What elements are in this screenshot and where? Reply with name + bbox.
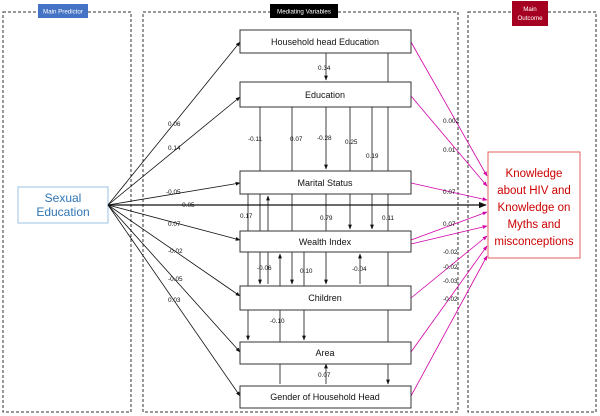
coef-pred-outcome: -0.05 (180, 202, 195, 209)
edge-edu-out (410, 95, 488, 187)
node-area (239, 341, 412, 365)
predictor-edges (107, 41, 487, 397)
predictor-header (38, 4, 88, 18)
edge-wealth-out-a (410, 211, 488, 241)
coef-gender-wealth: -0.10 (270, 318, 285, 325)
edge-pred-area (107, 204, 241, 353)
node-marital-status-label: Marital Status (297, 178, 353, 188)
coef-edu-out: 0.01 (443, 147, 456, 154)
predictor-label-2: Education (36, 205, 89, 219)
node-education-label: Education (305, 90, 345, 100)
coefficient-labels: 0.06 0.14 -0.05 -0.05 0.07 -0.02 -0.05 0… (166, 65, 459, 379)
edge-wealth-out-b (410, 225, 488, 245)
coef-wealth-area: 0.10 (300, 268, 313, 275)
node-children (239, 285, 412, 311)
coef-pred-children: -0.02 (168, 248, 183, 255)
coef-pred-marital: -0.05 (166, 189, 181, 196)
coef-edu-wealth-b: 0.19 (366, 153, 379, 160)
coef-wealth-marital: -0.06 (257, 265, 272, 272)
edge-gender-out (410, 255, 488, 397)
node-household-head-education-label: Household head Education (271, 37, 379, 47)
node-education (239, 81, 412, 108)
coef-children-wealth: -0.04 (352, 266, 367, 273)
outcome-label-5: misconceptions (494, 236, 574, 248)
node-wealth-index-label: Wealth Index (299, 237, 352, 247)
predictor-header-label: Main Predictor (43, 9, 83, 16)
coef-edu-children: 0.07 (290, 136, 303, 143)
outcome-header-label-2: Outcome (517, 15, 543, 22)
edge-hhedu-out (410, 41, 488, 177)
coef-marital-out: 0.07 (443, 189, 456, 196)
edge-pred-children (107, 204, 241, 297)
node-wealth-index (239, 230, 412, 253)
node-area-label: Area (315, 348, 334, 358)
edge-pred-hhedu (107, 41, 241, 206)
edge-pred-edu (107, 96, 241, 206)
coef-edu-wealth-a: 0.25 (345, 139, 358, 146)
coef-edu-marital: -0.28 (317, 135, 332, 142)
edge-pred-wealth (107, 204, 241, 241)
mediating-header-label: Mediating Variables (277, 9, 331, 16)
coef-pred-area: -0.05 (168, 276, 183, 283)
outcome-label-3: Knowledge on (498, 202, 571, 214)
node-gender-of-household-head-label: Gender of Household Head (270, 392, 380, 402)
coef-pred-edu: 0.14 (168, 145, 181, 152)
coef-pred-gender: 0.03 (168, 297, 181, 304)
predictor-panel (2, 11, 132, 413)
coef-area-out: -0.03 (443, 278, 458, 285)
edge-marital-out (410, 182, 488, 201)
mediating-header (270, 4, 338, 18)
edge-children-out (410, 235, 488, 299)
outcome-edges (410, 41, 488, 397)
coef-children-out: -0.02 (443, 264, 458, 271)
coef-pred-hhedu: 0.06 (168, 121, 181, 128)
coef-marital-children: 0.79 (320, 215, 333, 222)
outcome-box (487, 151, 581, 259)
coef-hhedu-out: 0.002 (443, 118, 459, 125)
outcome-label-4: Myths and (507, 219, 560, 231)
node-marital-status (239, 170, 412, 195)
outcome-label-2: about HIV and (497, 185, 571, 197)
coef-wealth-out-a: 0.07 (443, 221, 456, 228)
node-gender-of-household-head (239, 385, 412, 409)
coef-gender-area: 0.07 (318, 372, 331, 379)
outcome-label-1: Knowledge (506, 168, 563, 180)
coef-pred-wealth: 0.07 (168, 221, 181, 228)
coef-hhedu-gender: 0.11 (382, 215, 394, 222)
coef-edu-area: -0.11 (248, 136, 263, 143)
coef-gender-out: -0.02 (443, 296, 458, 303)
coef-wealth-out-b: -0.02 (443, 249, 458, 256)
coef-marital-area: 0.17 (240, 213, 253, 220)
edge-pred-gender (107, 204, 241, 397)
node-children-label: Children (308, 293, 342, 303)
coef-hhedu-edu: 0.34 (318, 65, 331, 72)
outcome-panel (467, 11, 597, 413)
outcome-header-label-1: Main (523, 6, 537, 13)
node-household-head-education (239, 29, 412, 54)
outcome-header (512, 1, 548, 26)
edge-pred-marital (107, 181, 241, 206)
edge-area-out (410, 245, 488, 353)
predictor-label-1: Sexual (45, 191, 82, 205)
